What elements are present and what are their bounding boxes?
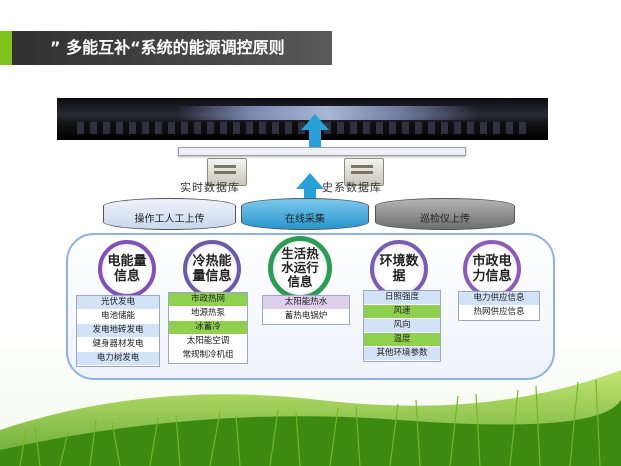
table-row: 蓄热电锅炉 (263, 310, 349, 324)
acq-label: 在线采集 (285, 213, 325, 225)
table-row: 光伏发电 (77, 296, 159, 310)
circle-line: 据 (392, 269, 406, 284)
arrow-up-icon (296, 173, 324, 189)
table-row: 太阳能热水 (263, 296, 349, 310)
circle-line: 信息 (287, 274, 313, 289)
table-row: 市政热网 (169, 293, 247, 307)
table-heat-cold-energy: 市政热网 地源热泵 冰蓄冷 太阳能空调 常规制冷机组 (168, 292, 248, 364)
table-row: 健身器材发电 (77, 338, 159, 352)
table-row: 风速 (364, 305, 440, 319)
server-label-history: 史系数据库 (322, 181, 382, 194)
arrow-up-icon (301, 114, 329, 130)
title-bar (0, 31, 332, 65)
slide-title: ” 多能互补“系统的能源调控原则 (50, 38, 285, 57)
circle-line: 冷热能 (192, 254, 232, 269)
circle-line: 量信息 (192, 269, 232, 284)
acq-patrol-upload: 巡检仪上传 (375, 198, 515, 230)
table-row: 冰蓄冷 (169, 321, 247, 335)
table-row: 电池储能 (77, 310, 159, 324)
circle-line: 生活热 (281, 246, 319, 261)
screen-glow (177, 106, 477, 120)
server-icon (344, 158, 384, 186)
circle-line: 环境数 (379, 254, 419, 269)
server-label-realtime: 实时数据库 (180, 181, 240, 194)
table-electric-energy: 光伏发电 电池储能 发电地砖发电 健身器材发电 电力树发电 (76, 295, 160, 367)
table-row: 日照强度 (364, 291, 440, 305)
table-row: 温度 (364, 333, 440, 347)
circle-line: 水运行 (281, 260, 319, 275)
category-heat-cold-energy: 冷热能量信息 (183, 240, 241, 298)
circle-line: 市政电 (472, 254, 512, 269)
circle-line: 信息 (113, 269, 140, 284)
circle-line: 电能量 (107, 254, 147, 269)
table-row: 电力供应信息 (459, 292, 539, 306)
arrow-up-icon (309, 128, 321, 148)
data-bus (178, 147, 466, 156)
title-accent (0, 31, 12, 65)
category-electric-energy: 电能量信息 (98, 240, 156, 298)
table-row: 常规制冷机组 (169, 349, 247, 363)
table-row: 风向 (364, 319, 440, 333)
category-hot-water: 生活热水运行信息 (268, 236, 332, 300)
acq-label: 巡检仪上传 (420, 213, 470, 225)
acq-online-collection: 在线采集 (241, 198, 369, 230)
category-environment: 环境数据 (370, 240, 428, 298)
table-row: 地源热泵 (169, 307, 247, 321)
server-icon (207, 158, 247, 186)
table-row: 太阳能空调 (169, 335, 247, 349)
table-environment: 日照强度 风速 风向 温度 其他环境参数 (363, 290, 441, 362)
table-row: 电力树发电 (77, 352, 159, 366)
table-row: 热网供应信息 (459, 306, 539, 320)
acq-label: 操作工人工上传 (134, 213, 205, 225)
circle-line: 力信息 (472, 269, 512, 284)
table-row: 发电地砖发电 (77, 324, 159, 338)
table-row: 其他环境参数 (364, 347, 440, 361)
table-hot-water: 太阳能热水 蓄热电锅炉 (262, 295, 350, 325)
table-municipal-power: 电力供应信息 热网供应信息 (458, 291, 540, 321)
category-municipal-power: 市政电力信息 (463, 240, 521, 298)
acq-manual-upload: 操作工人工上传 (103, 198, 236, 230)
grass-decoration (0, 370, 621, 466)
